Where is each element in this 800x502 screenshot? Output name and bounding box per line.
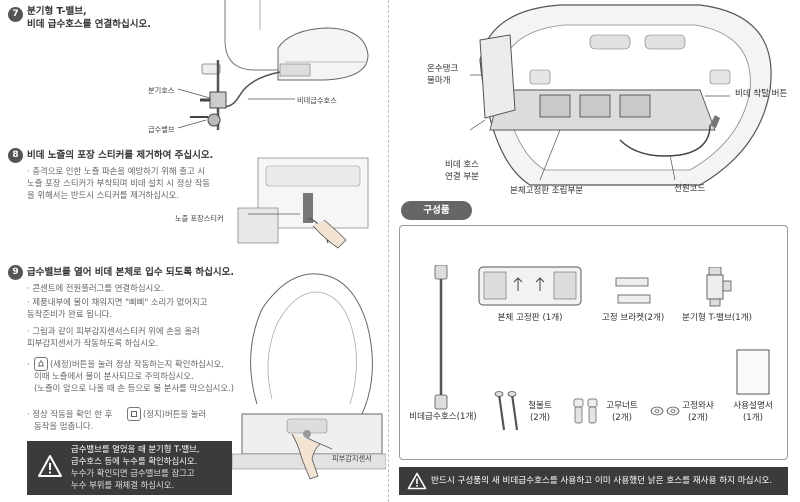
label-branch-hose: 분기호스 — [148, 86, 175, 95]
step-9-bullet-4-dot: · — [27, 359, 30, 369]
rubber-nut-label-line1: 고무너트 — [606, 401, 638, 411]
warning-line: 누수 부위를 재체결 하십시오. — [71, 480, 175, 490]
manual-label-line2: (1개) — [742, 413, 764, 423]
step-9-bullet-4-line2: 이때 노즐에서 물이 분사되므로 주의하십시오. — [34, 371, 194, 381]
label-detach-button: 비데 착탈 버튼 — [735, 89, 788, 99]
label-power-cord: 전원코드 — [674, 184, 706, 194]
step-9-line: 정상 작동을 확인 한 후 — [32, 409, 113, 419]
step-8-body: · 충격으로 인한 노즐 파손을 예방하기 위해 출고 시 노즐 포장 스티커가… — [27, 166, 210, 201]
stop-button-icon — [127, 407, 141, 421]
step-9-bullet-5-line3: 동작을 멈춥니다. — [34, 421, 94, 431]
step-9-bullet-4-line3: (노즐이 앞으로 나올 때 손 등으로 물 분사를 막으십시오.) — [34, 383, 235, 393]
label-hot-tank-line2: 물마개 — [427, 76, 451, 86]
label-plate-assembly: 본체고정판 조립부분 — [510, 186, 584, 196]
warning-line: 누수가 확인되면 급수밸브를 잠그고 — [71, 468, 195, 478]
step-9-bullet-4-line1: (세정)버튼을 눌러 정상 작동하는지 확인하십시오. — [50, 359, 224, 369]
t-valve-label: 분기형 T-밸브(1개) — [682, 313, 752, 323]
bolt-label-line2: (2개) — [529, 413, 551, 423]
label-bidet-hose: 비데급수호스 — [297, 96, 337, 105]
components-tag: 구성품 — [401, 201, 472, 220]
step-8-number: 8 — [8, 148, 23, 163]
step-9-title: 급수밸브를 열어 비데 본체로 입수 되도록 하십시오. — [27, 267, 234, 278]
components-warning-text: 반드시 구성품의 새 비데급수호스를 사용하고 이미 사용했던 낡은 호스를 재… — [431, 476, 773, 486]
label-skin-sensor: 피부감지센서 — [332, 454, 372, 463]
step-9-bullet-5-line1: · 정상 작동을 확인 한 후 — [27, 409, 113, 419]
step-8-body-line: · 충격으로 인한 노즐 파손을 예방하기 위해 출고 시 — [27, 166, 206, 176]
label-hose-connection-line1: 비데 호스 — [445, 160, 479, 170]
manual-label-line1: 사용설명서 — [733, 401, 773, 411]
step-9-bullet-2: · 제품내부에 물이 채워지면 "삐삐" 소리가 없어지고 동작준비가 완료 됩… — [27, 297, 207, 321]
fixing-plate-image — [478, 266, 582, 306]
label-supply-valve: 급수밸브 — [148, 125, 175, 134]
warning-line: 급수호스 등에 누수를 확인하십시오. — [71, 456, 198, 466]
step-7-title-line2: 비데 급수호스를 연결하십시오. — [27, 19, 151, 30]
t-valve-image — [706, 267, 732, 307]
step-8-illustration — [237, 157, 369, 249]
step-9-bullet-5-line2: (정지)버튼을 눌러 — [143, 409, 207, 419]
step-8-title: 비데 노즐의 포장 스티커를 제거하여 주십시오. — [27, 150, 214, 161]
step-8-body-line: 을 위해서는 반드시 스티커를 제거하십시오. — [27, 189, 179, 200]
warning-triangle-icon — [38, 455, 62, 477]
rubber-nuts-image — [573, 398, 598, 424]
page-divider — [388, 0, 389, 502]
step-9-warning-box: 급수밸브를 열었을 때 분기형 T-밸브, 급수호스 등에 누수를 확인하십시오… — [27, 441, 232, 495]
wash-button-icon — [34, 357, 48, 371]
bolt-label-line1: 철볼트 — [528, 401, 552, 411]
manual-image — [736, 349, 770, 395]
label-hot-tank-line1: 온수탱크 — [427, 64, 459, 74]
step-9-bullet-3: · 그림과 같이 피부감지센서스티커 위에 손을 올려 피부감지센서가 작동하도… — [27, 326, 200, 350]
components-warning-bar: 반드시 구성품의 새 비데급수호스를 사용하고 이미 사용했던 낡은 호스를 재… — [399, 467, 788, 495]
bidet-underside-illustration — [470, 4, 772, 186]
hose-image — [434, 265, 448, 410]
washer-label-line1: 고정와샤 — [682, 401, 714, 411]
label-hose-connection-line2: 연결 부분 — [445, 172, 479, 182]
rubber-nut-label-line2: (2개) — [611, 413, 633, 423]
step-9-illustration — [232, 273, 386, 480]
step-9-number: 9 — [8, 265, 23, 280]
label-nozzle-sticker: 노즐 포장스티커 — [175, 214, 224, 223]
fixing-plate-label: 본체 고정판 (1개) — [497, 313, 563, 323]
bracket-label: 고정 브라켓(2개) — [601, 313, 665, 323]
hose-label: 비데급수호스(1개) — [409, 412, 477, 422]
bolts-image — [494, 391, 519, 431]
step-8-body-line: 노즐 포장 스티커가 부착되며 비데 설치 시 정상 작동 — [27, 177, 211, 188]
step-9-line: 피부감지센서가 작동하도록 하십시오. — [27, 337, 159, 348]
step-9-line: · 그림과 같이 피부감지센서스티커 위에 손을 올려 — [27, 326, 200, 336]
bracket-image — [615, 277, 651, 304]
components-box — [399, 225, 788, 460]
warning-triangle-icon — [407, 472, 427, 490]
step-7-illustration — [177, 0, 369, 130]
washer-label-line2: (2개) — [687, 413, 709, 423]
step-9-line: · 제품내부에 물이 채워지면 "삐삐" 소리가 없어지고 — [27, 297, 208, 307]
step-7-title-line1: 분기형 T-밸브, — [27, 6, 87, 17]
washers-image — [650, 406, 680, 416]
step-9-bullet-1: · 콘센트에 전원플러그를 연결하십시오. — [27, 283, 164, 295]
step-7-number: 7 — [8, 7, 23, 22]
step-9-line: 동작준비가 완료 됩니다. — [27, 308, 113, 319]
step-9-line: · 콘센트에 전원플러그를 연결하십시오. — [27, 283, 164, 293]
warning-line: 급수밸브를 열었을 때 분기형 T-밸브, — [71, 444, 200, 454]
